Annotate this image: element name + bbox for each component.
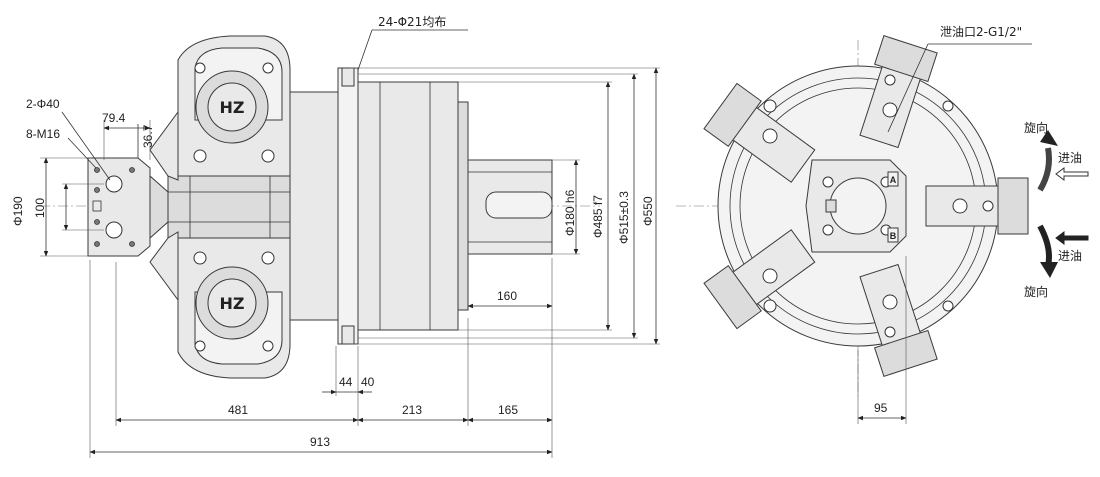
label-913: 913: [310, 435, 330, 449]
label-36-7: 36.7: [141, 124, 155, 148]
label-phi550: Φ550: [641, 196, 655, 226]
label-40: 40: [361, 375, 375, 389]
output-shaft: [467, 159, 553, 255]
motor-body: HZ HZ: [149, 35, 291, 379]
label-phi485: Φ485 f7: [591, 195, 605, 238]
label-160: 160: [497, 289, 517, 303]
label-phi190: Φ190: [11, 196, 25, 226]
label-79-4: 79.4: [102, 111, 126, 125]
bracket-hole-bottom: [105, 221, 123, 239]
logo-bottom: HZ: [220, 294, 245, 313]
flange-bolt-holes: [762, 74, 994, 338]
drain-port-label: 泄油口2-G1/2": [940, 25, 1022, 39]
mount-bracket: [87, 157, 169, 257]
rotation-top-label: 旋向: [1024, 120, 1048, 135]
label-213: 213: [402, 403, 422, 417]
housing-drum: [289, 67, 469, 345]
label-95: 95: [874, 401, 888, 415]
port-a-label: A: [890, 175, 897, 185]
logo-top: HZ: [220, 98, 245, 117]
port-b-label: B: [890, 231, 897, 241]
label-2phi40: 2-Φ40: [26, 97, 60, 111]
label-481: 481: [228, 403, 248, 417]
side-view: HZ HZ: [11, 15, 660, 458]
distributor: A B: [805, 159, 907, 253]
port-b-box: [887, 227, 899, 243]
label-phi515: Φ515±0.3: [617, 191, 631, 244]
label-165: 165: [498, 403, 518, 417]
label-44: 44: [339, 375, 353, 389]
label-100: 100: [33, 198, 47, 218]
label-8m16: 8-M16: [26, 127, 60, 141]
dimension-labels: 2-Φ40 8-M16 79.4 36.7 Φ190 100 24-Φ21均布 …: [11, 15, 655, 449]
label-24phi21: 24-Φ21均布: [378, 15, 446, 29]
port-a-box: [887, 171, 899, 187]
front-view: A B 95 泄油口2-G1/2" 旋向 进油 进油 旋向: [676, 25, 1089, 424]
inlet-bottom-label: 进油: [1058, 249, 1082, 263]
rotation-bottom-label: 旋向: [1024, 284, 1048, 299]
rotation-indicators: 旋向 进油 进油 旋向: [1024, 120, 1089, 299]
inlet-top-label: 进油: [1058, 151, 1082, 165]
dimension-lines: [43, 29, 659, 455]
extension-lines: [40, 67, 660, 458]
label-phi180: Φ180 h6: [563, 189, 577, 236]
